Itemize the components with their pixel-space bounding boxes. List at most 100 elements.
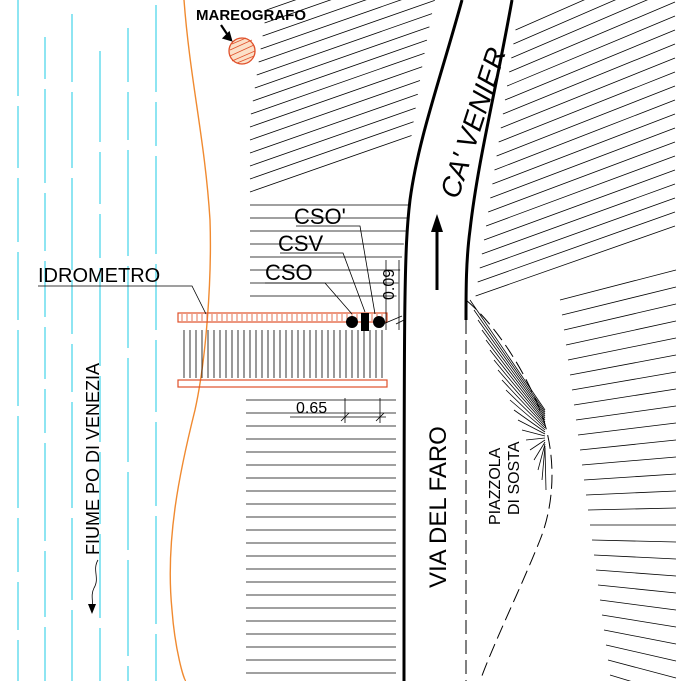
cso-label: CSO	[265, 260, 313, 285]
hatch-line	[477, 319, 546, 415]
embankment-hatching-right	[469, 0, 677, 681]
hatch-line	[249, 93, 418, 154]
hatch-line	[537, 443, 546, 471]
hatch-line	[477, 211, 676, 283]
hatch-line	[479, 197, 676, 269]
hatch-line	[262, 0, 367, 37]
hatch-line	[252, 39, 428, 102]
csv-sensor	[361, 313, 369, 331]
hatch-line	[504, 29, 676, 101]
river-name-label: FIUME PO DI VENEZIA	[83, 363, 103, 555]
hatch-line	[521, 429, 546, 437]
road-edge-left	[402, 0, 464, 681]
hatch-line	[500, 57, 676, 129]
hatch-line	[599, 599, 677, 611]
hatch-line	[573, 388, 677, 406]
hatch-line	[585, 490, 677, 496]
piazzola-label-line1: PIAZZOLA	[487, 447, 504, 525]
river-flow-arrowhead	[88, 604, 96, 614]
hatch-line	[509, 399, 546, 431]
hatch-line	[249, 135, 412, 193]
hatch-line	[485, 339, 546, 419]
idrometro-leader	[38, 285, 207, 315]
hatch-line	[492, 113, 676, 185]
hatch-line	[254, 26, 430, 89]
hatch-line	[256, 13, 433, 76]
hatch-line	[579, 439, 677, 451]
hatch-line	[533, 441, 546, 461]
cso-prime-label: CSO'	[294, 204, 346, 229]
piazzola-label-line2: DI SOSTA	[506, 441, 523, 515]
hatch-line	[544, 447, 547, 491]
cso-prime-sensor	[373, 316, 385, 328]
hatch-line	[603, 629, 677, 645]
hatch-line	[490, 127, 676, 199]
hatch-line	[506, 15, 676, 87]
hatch-line	[529, 439, 546, 451]
hatch-line	[607, 659, 677, 679]
hatch-line	[565, 320, 677, 346]
hatch-line	[481, 183, 676, 255]
dimension-065-label: 0.65	[296, 400, 327, 417]
hatch-line	[509, 1, 676, 73]
hatch-line	[541, 445, 546, 481]
sensor-leaders	[265, 225, 376, 315]
road-direction-arrowhead	[431, 214, 443, 232]
hatch-line	[264, 0, 332, 24]
hatch-line	[496, 85, 676, 157]
river-flow-arrow	[91, 559, 99, 611]
hatch-line	[595, 569, 677, 577]
idrometro-label: IDROMETRO	[38, 265, 160, 287]
hatch-line	[515, 0, 585, 31]
hatch-line	[581, 456, 677, 466]
hatch-line	[597, 584, 677, 594]
via-del-faro-label: VIA DEL FARO	[425, 426, 452, 588]
hatch-line	[593, 554, 677, 560]
hatch-line	[475, 225, 676, 297]
hatch-line	[494, 99, 676, 171]
hatch-line	[488, 141, 676, 213]
hatch-line	[525, 437, 546, 441]
dimension-009	[382, 260, 405, 330]
hatch-line	[513, 0, 616, 45]
hatch-line	[605, 644, 677, 662]
embankment-hatching-left	[246, 0, 435, 674]
hatch-line	[481, 329, 546, 417]
river-water-hatching	[17, 0, 157, 681]
hatch-line	[485, 155, 676, 227]
hatch-line	[591, 539, 677, 543]
hatch-line	[473, 309, 546, 413]
hatch-line	[489, 349, 546, 421]
river-bank-line	[169, 0, 212, 681]
hatch-line	[493, 359, 546, 423]
dimension-065	[290, 398, 386, 423]
hatch-line	[583, 473, 677, 481]
hatch-line	[249, 107, 416, 167]
hatch-line	[563, 303, 677, 331]
pier-structure	[177, 312, 388, 388]
hatch-line	[258, 0, 435, 63]
mareografo-leader-arrow	[220, 24, 233, 42]
hatch-line	[517, 419, 546, 435]
hatch-line	[559, 269, 677, 301]
ca-venier-label: CA' VENIER	[434, 44, 512, 202]
road-edge-right	[464, 0, 514, 321]
hatch-line	[609, 674, 632, 681]
hatch-line	[561, 286, 677, 316]
hatch-line	[249, 80, 421, 141]
hatch-line	[601, 614, 677, 628]
hatch-line	[250, 52, 425, 115]
hatch-line	[567, 337, 677, 361]
mareografo-marker	[228, 37, 256, 65]
hatch-line	[587, 507, 677, 511]
cso-sensor	[346, 316, 358, 328]
hatch-line	[513, 409, 546, 433]
piazzola-outline	[465, 299, 553, 681]
csv-label: CSV	[278, 231, 324, 256]
dimension-009-label: 0.09	[381, 269, 398, 300]
hatch-line	[249, 66, 423, 128]
sensor-group	[346, 313, 385, 331]
hatch-line	[483, 169, 676, 241]
hatch-line	[575, 405, 677, 421]
hatch-line	[249, 121, 414, 180]
